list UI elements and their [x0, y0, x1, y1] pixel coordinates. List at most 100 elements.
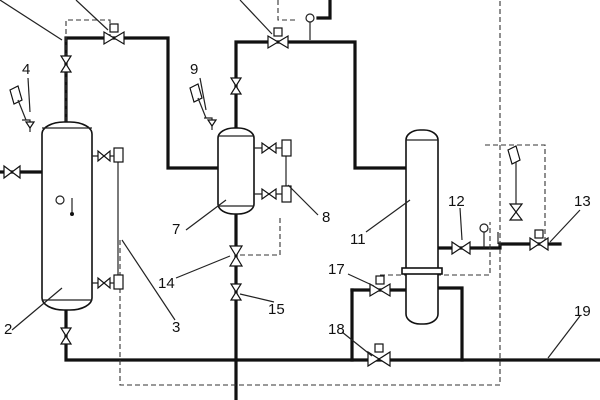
safety-valve-4-body [24, 121, 36, 130]
leader-15 [239, 293, 275, 303]
vessel-2 [41, 121, 93, 311]
valve-left-stub-left [3, 164, 13, 180]
leader-lines [0, 0, 581, 359]
gauge-column-outlet-dial [479, 223, 489, 233]
vessel-2-body [41, 121, 93, 311]
label-13: 13 [574, 193, 591, 210]
pipe-top-stub-right [316, 0, 332, 20]
valve-v7-side-top-right [267, 141, 277, 155]
valve-12-left [451, 240, 463, 256]
valves [3, 23, 549, 368]
valve-v7-top[interactable] [229, 77, 243, 95]
valve-bypass[interactable] [508, 203, 524, 221]
valve-17[interactable] [369, 275, 391, 298]
valve-15[interactable] [229, 283, 243, 301]
leader-18 [341, 331, 373, 357]
leader-8 [287, 184, 319, 216]
valve-18-right [377, 350, 391, 368]
valve-12-right [459, 240, 471, 256]
leader-17 [347, 273, 375, 287]
valve-header-b-left [267, 34, 280, 50]
label-11: 11 [350, 231, 366, 248]
valve-14[interactable] [228, 245, 244, 267]
signal-line-f [485, 144, 546, 245]
leader-top-left-b [75, 0, 109, 31]
pressure-gauge-icon [55, 195, 65, 205]
valve-v2-side-bottom-right [103, 276, 111, 290]
valve-v2-bottom[interactable] [59, 327, 73, 345]
valve-17-actuator [375, 275, 385, 285]
valve-14-upper [228, 245, 244, 258]
valve-12[interactable] [451, 240, 471, 256]
valve-13[interactable] [529, 229, 549, 252]
leader-3 [121, 239, 176, 321]
level-gauge-8-top [281, 139, 292, 157]
valve-13-actuator [534, 229, 544, 239]
valve-v2-top[interactable] [59, 55, 73, 73]
valve-v2-top-lower [59, 62, 73, 73]
label-15: 15 [268, 301, 285, 318]
thermometer-bulb [70, 212, 74, 216]
valve-v7-top-lower [229, 84, 243, 95]
leader-14 [175, 255, 231, 279]
label-17: 17 [328, 261, 345, 278]
valve-18-actuator [374, 343, 384, 353]
valve-v2-bottom-upper [59, 327, 73, 338]
leader-7 [185, 199, 227, 231]
valve-v7-side-bottom-left [261, 187, 271, 201]
safety-valve-13-flag [507, 145, 521, 165]
valve-v7-side-top[interactable] [261, 141, 277, 155]
valve-v7-side-bottom-right [267, 187, 277, 201]
valve-v2-side-bottom[interactable] [97, 276, 111, 290]
valve-v7-side-top-left [261, 141, 271, 155]
safety-valve-13[interactable] [507, 145, 521, 204]
gauge-top-right-dial [305, 13, 315, 23]
label-7: 7 [172, 221, 180, 238]
valve-13-left [529, 236, 541, 252]
signal-line-c [277, 0, 296, 21]
gauge-column-outlet [479, 223, 499, 248]
valve-v2-side-top-right [103, 149, 111, 163]
column-11-flange [401, 267, 443, 275]
safety-valve-9-body [206, 119, 218, 128]
label-12: 12 [448, 193, 465, 210]
valve-v2-side-top-left [97, 149, 105, 163]
signal-line-b [119, 0, 501, 386]
label-14: 14 [158, 275, 175, 292]
valve-header-a-left [103, 30, 116, 46]
leader-2 [11, 287, 63, 331]
valve-15-upper [229, 283, 243, 294]
valve-header-a[interactable] [103, 23, 125, 46]
valve-left-stub[interactable] [3, 164, 21, 180]
label-8: 8 [322, 209, 330, 226]
valve-left-stub-right [11, 164, 21, 180]
label-3: 3 [172, 319, 180, 336]
leader-4 [27, 77, 31, 113]
leader-12 [459, 207, 463, 241]
safety-valve-9[interactable] [189, 83, 218, 130]
label-2: 2 [4, 321, 12, 338]
safety-valve-4[interactable] [9, 85, 36, 132]
valve-14-lower [228, 254, 244, 267]
callout-labels: 2 3 4 7 8 9 11 12 13 14 15 17 18 19 [4, 61, 591, 338]
level-gauge-8-bottom [281, 185, 292, 203]
safety-valve-4-stem [17, 99, 27, 121]
vessel-7 [217, 127, 292, 215]
level-gauge-top [113, 147, 124, 163]
level-gauge-3 [92, 147, 124, 290]
valve-v7-side-bottom[interactable] [261, 187, 277, 201]
valve-header-b[interactable] [267, 27, 289, 50]
gauge-top-right [305, 13, 315, 40]
safety-valve-4-flag [9, 85, 23, 105]
label-4: 4 [22, 61, 30, 78]
safety-valve-9-flag [189, 83, 203, 103]
valve-header-a-actuator [109, 23, 119, 33]
valve-header-b-actuator [273, 27, 283, 37]
label-18: 18 [328, 321, 345, 338]
leader-top-center [239, 0, 273, 35]
pipe-v7-top-header [234, 40, 410, 180]
signal-lines [65, 0, 546, 386]
valve-v2-side-top[interactable] [97, 149, 111, 163]
valve-bypass-upper [508, 203, 524, 213]
signal-line-d [240, 215, 281, 256]
